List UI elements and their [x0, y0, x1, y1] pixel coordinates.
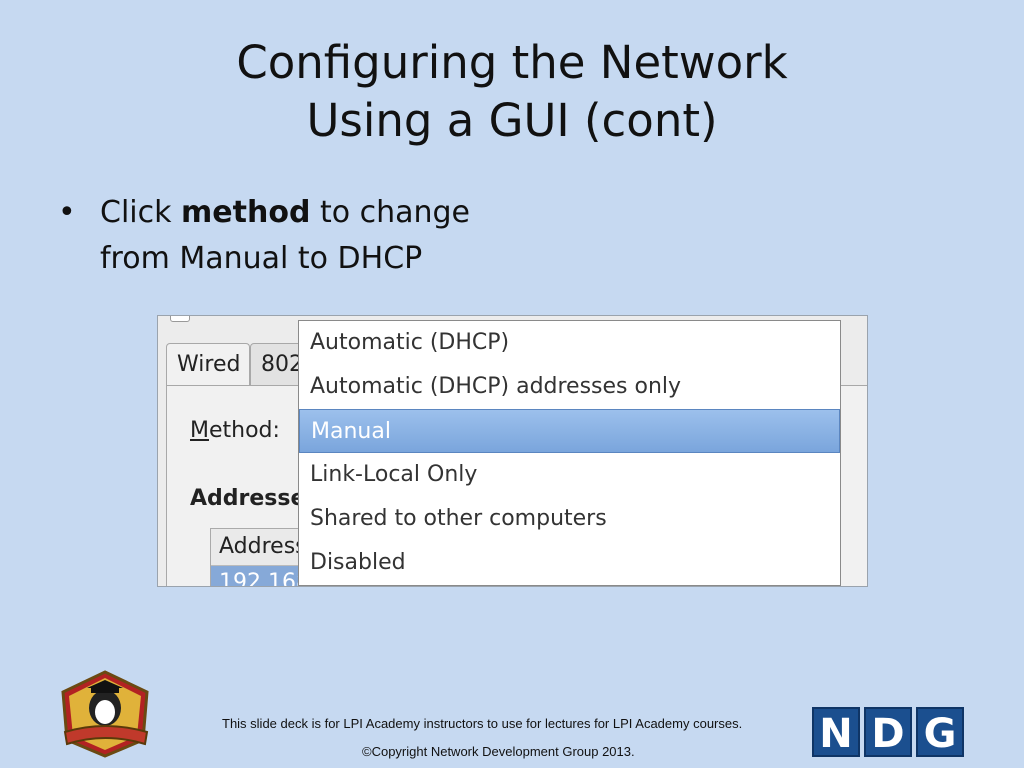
ndg-letter-g: G: [916, 707, 964, 757]
slide-title-line1: Configuring the Network: [236, 36, 788, 89]
academy-logo: [61, 670, 149, 758]
bullet-item: • Click method to change from Manual to …: [58, 190, 470, 282]
method-label-rest: ethod:: [208, 418, 280, 443]
dropdown-item-shared[interactable]: Shared to other computers: [310, 506, 607, 531]
dropdown-item-manual[interactable]: Manual: [299, 409, 840, 453]
slide-title-line2: Using a GUI (cont): [306, 94, 718, 147]
bullet-list: • Click method to change from Manual to …: [58, 190, 470, 282]
slide-title: Configuring the Network Using a GUI (con…: [0, 34, 1024, 150]
dropdown-item-disabled[interactable]: Disabled: [310, 550, 406, 575]
dropdown-item-automatic-dhcp[interactable]: Automatic (DHCP): [310, 330, 510, 355]
network-settings-screenshot: Wired 802 Method: Addresse Address 192.1…: [157, 315, 868, 587]
bullet-text-line2: from Manual to DHCP: [100, 241, 423, 276]
bullet-text-pre: Click: [100, 195, 182, 230]
window-control: [170, 316, 190, 322]
ndg-letter-n: N: [812, 707, 860, 757]
bullet-text: Click method to change from Manual to DH…: [100, 190, 470, 282]
footer-copyright: ©Copyright Network Development Group 201…: [362, 744, 635, 759]
ndg-logo: N D G: [812, 707, 964, 757]
method-label: Method:: [190, 418, 280, 443]
dropdown-item-dhcp-addresses-only[interactable]: Automatic (DHCP) addresses only: [310, 374, 682, 399]
footer-disclaimer: This slide deck is for LPI Academy instr…: [222, 716, 743, 731]
addresses-heading: Addresse: [190, 486, 306, 511]
bullet-symbol: •: [58, 195, 76, 230]
method-mnemonic: M: [190, 418, 209, 443]
method-dropdown-list: Automatic (DHCP) Automatic (DHCP) addres…: [298, 320, 841, 586]
bullet-text-post: to change: [310, 195, 471, 230]
dropdown-item-link-local[interactable]: Link-Local Only: [310, 462, 478, 487]
tab-wired[interactable]: Wired: [166, 343, 250, 385]
ndg-letter-d: D: [864, 707, 912, 757]
bullet-text-bold: method: [181, 195, 311, 230]
